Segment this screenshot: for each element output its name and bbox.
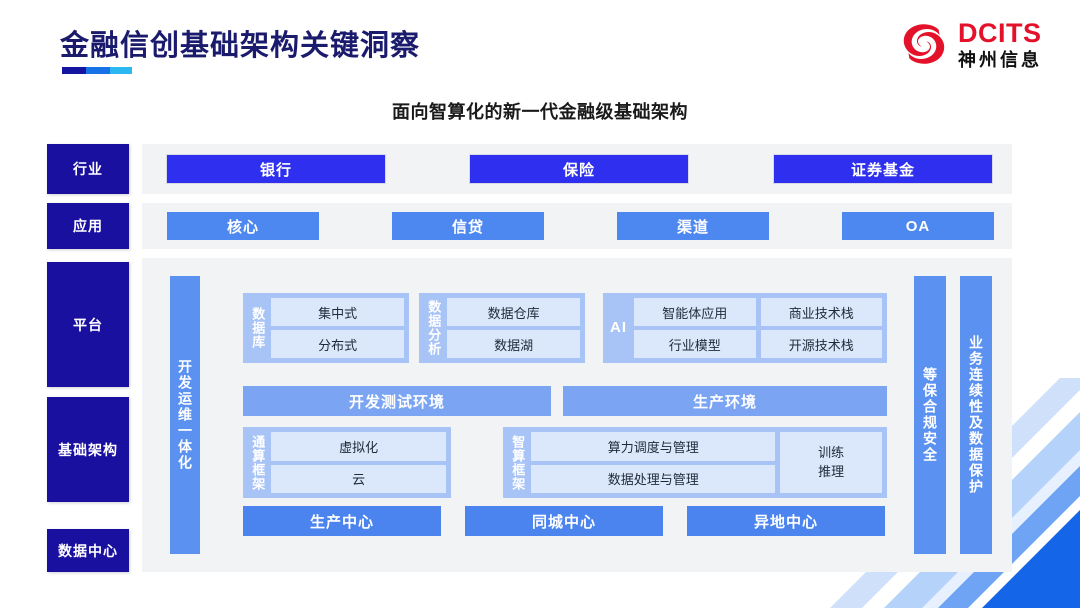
ai-compute-cell-data-processing[interactable]: 数据处理与管理 — [531, 464, 776, 493]
chip-label: 渠道 — [676, 218, 709, 236]
dcits-logo: DCITS 神州信息 — [898, 18, 1042, 70]
ai-cell-opensource-stack[interactable]: 开源技术栈 — [760, 330, 882, 358]
database-cell-distributed[interactable]: 分布式 — [271, 330, 404, 358]
data-center-chip-remote[interactable]: 异地中心 — [687, 506, 885, 536]
application-chip-core[interactable]: 核心 — [167, 212, 319, 240]
environment-bar-production[interactable]: 生产环境 — [563, 386, 887, 416]
ai-group-label: AI — [610, 318, 627, 336]
compliance-security-vertical-bar[interactable]: 等保合规安全 — [914, 276, 946, 554]
chip-label: 异地中心 — [753, 513, 818, 531]
data-center-chip-production[interactable]: 生产中心 — [243, 506, 441, 536]
industry-chip-bank[interactable]: 银行 — [167, 155, 385, 183]
chip-label: 银行 — [259, 161, 292, 179]
sidebar-item-label: 数据中心 — [58, 542, 118, 559]
diagram-subtitle: 面向智算化的新一代金融级基础架构 — [392, 102, 688, 122]
ai-group: AI 智能体应用 行业模型 商业技术栈 开源技术栈 — [603, 293, 887, 363]
infer-label: 推理 — [818, 463, 845, 479]
chip-label: 保险 — [562, 161, 595, 179]
ai-compute-group-label: 智算框架 — [510, 434, 526, 491]
chip-label: 证券基金 — [850, 161, 915, 179]
sidebar-item-application[interactable]: 应用 — [47, 203, 129, 249]
sidebar-item-platform[interactable]: 平台 — [47, 262, 129, 387]
page-title: 金融信创基础架构关键洞察 — [60, 30, 421, 62]
ai-cell-agent-application[interactable]: 智能体应用 — [634, 298, 756, 326]
chip-label: 信贷 — [451, 218, 484, 236]
logo-cn-text: 神州信息 — [958, 49, 1042, 70]
title-accent-bar — [62, 67, 132, 74]
database-group: 数据库 集中式 分布式 — [243, 293, 409, 363]
general-compute-cell-cloud[interactable]: 云 — [271, 464, 446, 493]
sidebar-item-label: 应用 — [73, 218, 103, 234]
chip-label: OA — [905, 217, 931, 235]
chip-label: 同城中心 — [531, 513, 596, 531]
general-compute-group-label: 通算框架 — [250, 434, 266, 491]
industry-panel: 银行 保险 证券基金 — [142, 144, 1012, 194]
general-compute-group: 通算框架 虚拟化 云 — [243, 427, 451, 498]
chip-label: 生产环境 — [692, 393, 757, 411]
chip-label: 核心 — [226, 218, 259, 236]
logo-en-text: DCITS — [958, 17, 1042, 48]
industry-chip-securities-fund[interactable]: 证券基金 — [774, 155, 992, 183]
sidebar-item-data-center[interactable]: 数据中心 — [47, 529, 129, 572]
general-compute-cell-virtualization[interactable]: 虚拟化 — [271, 432, 446, 461]
ai-compute-cell-compute-scheduling[interactable]: 算力调度与管理 — [531, 432, 776, 461]
sidebar-item-industry[interactable]: 行业 — [47, 144, 129, 194]
data-center-chip-metro[interactable]: 同城中心 — [465, 506, 663, 536]
sidebar-item-infrastructure[interactable]: 基础架构 — [47, 397, 129, 502]
ai-cell-commercial-stack[interactable]: 商业技术栈 — [760, 298, 882, 326]
analytics-cell-data-lake[interactable]: 数据湖 — [447, 330, 580, 358]
vbar-label: 等保合规安全 — [922, 367, 939, 463]
vbar-label: 业务连续性及数据保护 — [968, 335, 985, 495]
chip-label: 生产中心 — [309, 513, 374, 531]
application-chip-credit[interactable]: 信贷 — [392, 212, 544, 240]
vbar-label: 开发运维一体化 — [177, 359, 194, 471]
sidebar-item-label: 平台 — [73, 316, 103, 333]
devops-vertical-bar[interactable]: 开发运维一体化 — [170, 276, 200, 554]
database-cell-centralized[interactable]: 集中式 — [271, 298, 404, 326]
ai-compute-cell-train-infer[interactable]: 训练 推理 — [780, 432, 882, 493]
chip-label: 开发测试环境 — [348, 393, 445, 411]
database-group-label: 数据库 — [250, 307, 266, 349]
application-chip-channel[interactable]: 渠道 — [617, 212, 769, 240]
sidebar-item-label: 行业 — [73, 161, 103, 177]
environment-bar-dev-test[interactable]: 开发测试环境 — [243, 386, 551, 416]
dcits-swirl-icon — [903, 24, 945, 64]
application-chip-oa[interactable]: OA — [842, 212, 994, 240]
sidebar-item-label: 基础架构 — [58, 441, 118, 458]
analytics-group-label: 数据分析 — [426, 300, 442, 356]
industry-chip-insurance[interactable]: 保险 — [470, 155, 688, 183]
business-continuity-vertical-bar[interactable]: 业务连续性及数据保护 — [960, 276, 992, 554]
train-label: 训练 — [818, 445, 845, 461]
application-panel: 核心 信贷 渠道 OA — [142, 203, 1012, 249]
ai-cell-industry-model[interactable]: 行业模型 — [634, 330, 756, 358]
analytics-cell-data-warehouse[interactable]: 数据仓库 — [447, 298, 580, 326]
platform-infrastructure-panel: 开发运维一体化 等保合规安全 业务连续性及数据保护 数据库 集中式 分布式 数据… — [142, 258, 1012, 572]
ai-compute-group: 智算框架 算力调度与管理 数据处理与管理 训练 推理 — [503, 427, 887, 498]
analytics-group: 数据分析 数据仓库 数据湖 — [419, 293, 585, 363]
